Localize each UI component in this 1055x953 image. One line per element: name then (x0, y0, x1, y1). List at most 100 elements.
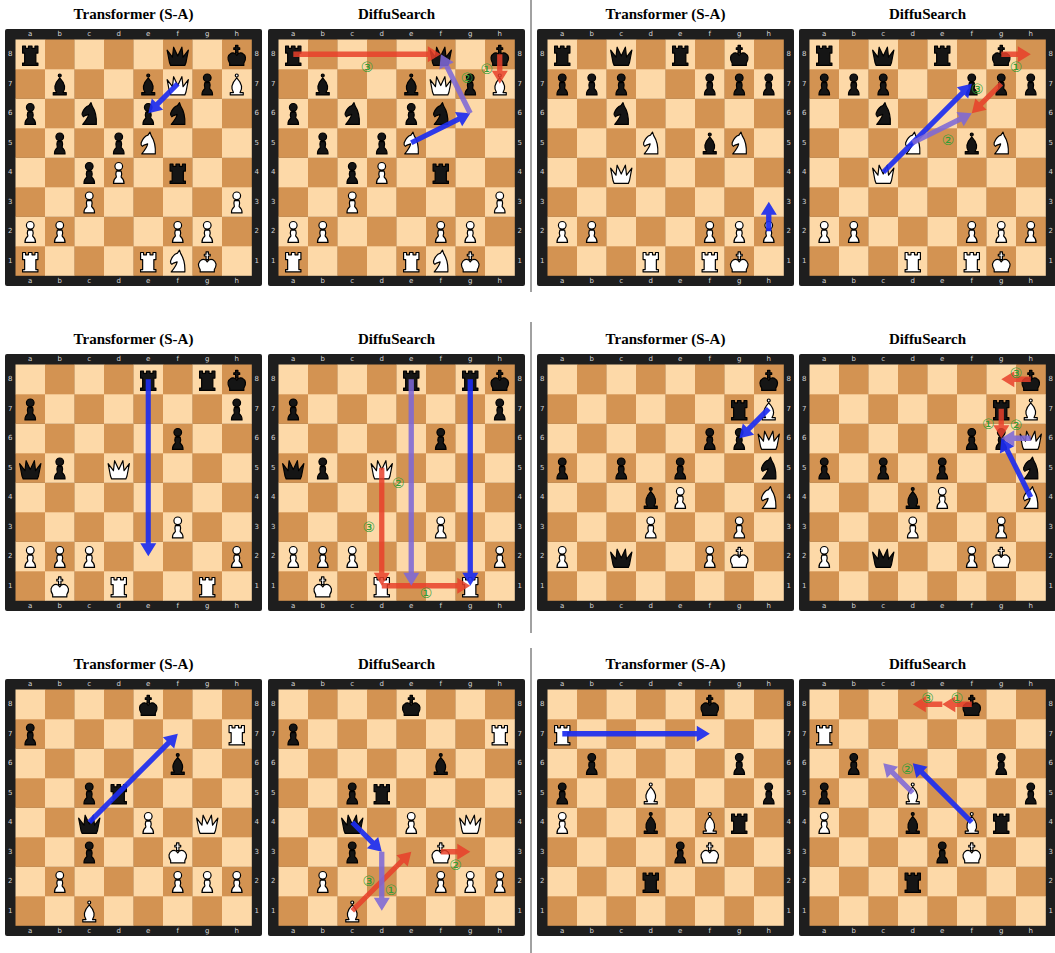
rank-coordinate: 4 (271, 169, 275, 176)
board-square (45, 69, 75, 99)
board-square (810, 542, 840, 572)
board-square (577, 217, 607, 247)
pawn-piece (84, 842, 95, 863)
board-square (725, 867, 755, 897)
pawn-piece (347, 163, 358, 184)
pawn-piece (347, 783, 358, 804)
file-coordinate: c (619, 356, 623, 363)
board-square (548, 69, 578, 99)
rank-coordinate: 2 (271, 878, 275, 885)
board-square (548, 394, 578, 424)
board-square (485, 778, 515, 808)
board-square (869, 512, 899, 542)
file-coordinate: h (1029, 31, 1033, 38)
board-square (222, 808, 252, 838)
board-square (426, 217, 456, 247)
rank-coordinate: 1 (787, 907, 791, 914)
board-square (548, 128, 578, 158)
rank-coordinate: 2 (540, 553, 544, 560)
board-square (485, 453, 515, 483)
knight-piece (644, 132, 658, 154)
rank-coordinate: 6 (787, 110, 791, 117)
board-square (279, 187, 309, 217)
board-square (16, 246, 46, 276)
file-coordinate: e (146, 31, 150, 38)
board-square (75, 365, 105, 395)
board-square (636, 246, 666, 276)
board-square (754, 837, 784, 867)
board-square (163, 453, 193, 483)
board-square (666, 365, 696, 395)
rank-coordinate: 1 (802, 582, 806, 589)
rook-piece (141, 252, 156, 271)
board-square (957, 128, 987, 158)
rook-piece (404, 252, 419, 271)
file-coordinate: d (649, 356, 653, 363)
rank-coordinate: 8 (1049, 376, 1053, 383)
board-square (279, 394, 309, 424)
rank-coordinate: 3 (518, 198, 522, 205)
pawn-piece (317, 458, 328, 479)
board-square (869, 40, 899, 70)
board-square (485, 808, 515, 838)
board-square (485, 365, 515, 395)
board-square (754, 896, 784, 926)
file-coordinate: a (560, 681, 564, 688)
board-square (810, 128, 840, 158)
board-square (666, 394, 696, 424)
pawn-piece (819, 547, 830, 568)
file-coordinate: g (468, 681, 472, 688)
rank-coordinate: 6 (518, 110, 522, 117)
board-square (16, 128, 46, 158)
board-square (367, 719, 397, 749)
board-square (308, 749, 338, 779)
board-square (725, 719, 755, 749)
board-square (485, 719, 515, 749)
board-square (163, 394, 193, 424)
board-square (456, 158, 486, 188)
board-square (577, 246, 607, 276)
board-square (754, 867, 784, 897)
knight-piece (762, 457, 776, 479)
rank-coordinate: 2 (8, 553, 12, 560)
rank-coordinate: 1 (540, 582, 544, 589)
board-square (222, 837, 252, 867)
board-square (839, 365, 869, 395)
board-square (308, 808, 338, 838)
pawn-piece (763, 783, 774, 804)
board-square (426, 690, 456, 720)
rank-coordinate: 6 (787, 760, 791, 767)
board-square (636, 394, 666, 424)
callout-number: ③ (362, 520, 375, 534)
file-coordinate: b (590, 277, 594, 284)
rank-coordinate: 1 (518, 907, 522, 914)
board-square (928, 246, 958, 276)
rank-coordinate: 8 (540, 51, 544, 58)
board-square (695, 365, 725, 395)
board-square (725, 217, 755, 247)
board-square (338, 217, 368, 247)
board-square (898, 896, 928, 926)
board-square (193, 483, 223, 513)
rank-coordinate: 1 (255, 907, 259, 914)
file-coordinate: c (87, 681, 91, 688)
rank-coordinate: 5 (255, 139, 259, 146)
file-coordinate: f (440, 602, 442, 609)
board-square (754, 483, 784, 513)
board-square (695, 749, 725, 779)
board-square (898, 424, 928, 454)
board-square (636, 571, 666, 601)
board-square (397, 690, 427, 720)
callout-number: ① (951, 691, 964, 705)
rank-coordinate: 6 (1049, 435, 1053, 442)
pawn-piece (734, 222, 745, 243)
file-coordinate: b (321, 31, 325, 38)
file-coordinate: a (291, 927, 295, 934)
move-arrow (972, 82, 1003, 113)
bishop-piece (703, 133, 716, 154)
board-square (104, 690, 134, 720)
board-square (839, 808, 869, 838)
file-coordinate: g (205, 602, 209, 609)
board-square (75, 571, 105, 601)
file-coordinate: d (649, 681, 653, 688)
